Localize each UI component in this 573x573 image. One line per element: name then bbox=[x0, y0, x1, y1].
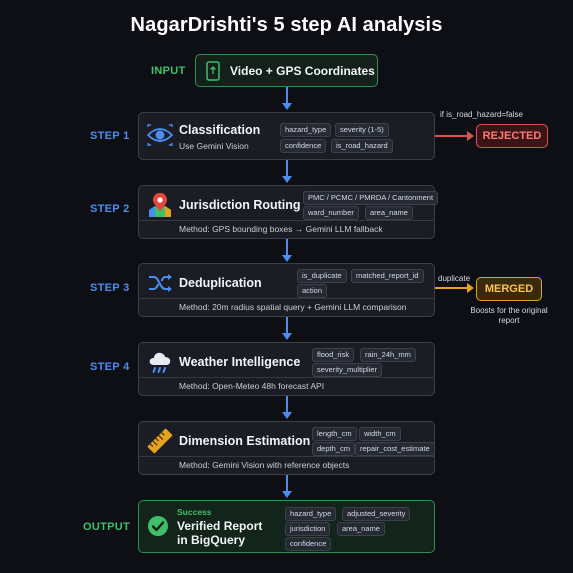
input-box: Video + GPS Coordinates bbox=[195, 54, 378, 87]
chip-length-cm: length_cm bbox=[312, 427, 357, 441]
dimension-method: Method: Gemini Vision with reference obj… bbox=[139, 456, 434, 474]
input-label: INPUT bbox=[151, 65, 186, 77]
chip-action: action bbox=[297, 284, 328, 298]
chip-severity-multiplier: severity_multiplier bbox=[312, 363, 383, 377]
step-2-label: STEP 2 bbox=[90, 203, 130, 215]
chip-matched-report-id: matched_report_id bbox=[351, 269, 424, 283]
deduplication-method: Method: 20m radius spatial query + Gemin… bbox=[139, 298, 434, 316]
shuffle-icon bbox=[148, 273, 172, 298]
step-1-label: STEP 1 bbox=[90, 130, 130, 142]
rejected-badge: REJECTED bbox=[476, 124, 548, 148]
chip-width-cm: width_cm bbox=[359, 427, 401, 441]
eye-icon bbox=[146, 124, 174, 151]
map-pin-icon bbox=[148, 192, 172, 223]
classification-subtitle: Use Gemini Vision bbox=[179, 141, 249, 151]
dimension-title: Dimension Estimation bbox=[179, 434, 311, 448]
step-4-label: STEP 4 bbox=[90, 361, 130, 373]
weather-box: Weather Intelligence flood_risk rain_24h… bbox=[138, 342, 435, 396]
chip-severity: severity (1-5) bbox=[335, 123, 389, 137]
input-text: Video + GPS Coordinates bbox=[230, 64, 375, 78]
chip-corporations: PMC / PCMC / PMRDA / Cantonment bbox=[303, 191, 439, 205]
chip-area-name: area_name bbox=[365, 206, 413, 220]
ruler-icon bbox=[147, 428, 173, 459]
merged-note: Boosts for the original report bbox=[470, 306, 548, 325]
deduplication-title: Deduplication bbox=[179, 276, 262, 290]
weather-title: Weather Intelligence bbox=[179, 355, 301, 369]
jurisdiction-title: Jurisdiction Routing bbox=[179, 198, 301, 212]
cloud-rain-icon bbox=[147, 349, 173, 380]
check-circle-icon bbox=[147, 515, 169, 542]
jurisdiction-method: Method: GPS bounding boxes → Gemini LLM … bbox=[139, 220, 434, 238]
jurisdiction-box: Jurisdiction Routing PMC / PCMC / PMRDA … bbox=[138, 185, 439, 239]
output-box: Success Verified Report in BigQuery haza… bbox=[138, 500, 435, 553]
chip-confidence: confidence bbox=[285, 537, 332, 551]
classification-title: Classification bbox=[179, 123, 261, 137]
chip-repair-cost-estimate: repair_cost_estimate bbox=[355, 442, 435, 456]
dimension-box: Dimension Estimation length_cm width_cm … bbox=[138, 421, 435, 475]
chip-is-duplicate: is_duplicate bbox=[297, 269, 347, 283]
chip-ward-number: ward_number bbox=[303, 206, 359, 220]
chip-adjusted-severity: adjusted_severity bbox=[342, 507, 411, 521]
phone-upload-icon bbox=[206, 61, 220, 86]
chip-hazard-type: hazard_type bbox=[285, 507, 337, 521]
page-title: NagarDrishti's 5 step AI analysis bbox=[130, 14, 443, 36]
chip-depth-cm: depth_cm bbox=[312, 442, 355, 456]
output-status: Success bbox=[177, 507, 212, 517]
chip-rain-24h-mm: rain_24h_mm bbox=[360, 348, 416, 362]
merged-condition: duplicate bbox=[438, 274, 471, 283]
merged-badge: MERGED bbox=[476, 277, 542, 301]
chip-confidence: confidence bbox=[280, 139, 327, 153]
classification-box: Classification Use Gemini Vision hazard_… bbox=[138, 112, 435, 160]
output-label: OUTPUT bbox=[83, 521, 131, 533]
deduplication-box: Deduplication is_duplicate matched_repor… bbox=[138, 263, 435, 317]
weather-method: Method: Open-Meteo 48h forecast API bbox=[139, 377, 434, 395]
rejected-condition: if is_road_hazard=false bbox=[440, 110, 523, 119]
chip-hazard-type: hazard_type bbox=[280, 123, 332, 137]
chip-jurisdiction: jurisdiction bbox=[285, 522, 331, 536]
chip-area-name: area_name bbox=[337, 522, 385, 536]
output-title-line2: in BigQuery bbox=[177, 533, 246, 547]
step-3-label: STEP 3 bbox=[90, 282, 130, 294]
chip-flood-risk: flood_risk bbox=[312, 348, 355, 362]
chip-is-road-hazard: is_road_hazard bbox=[331, 139, 393, 153]
output-title-line1: Verified Report bbox=[177, 519, 263, 533]
